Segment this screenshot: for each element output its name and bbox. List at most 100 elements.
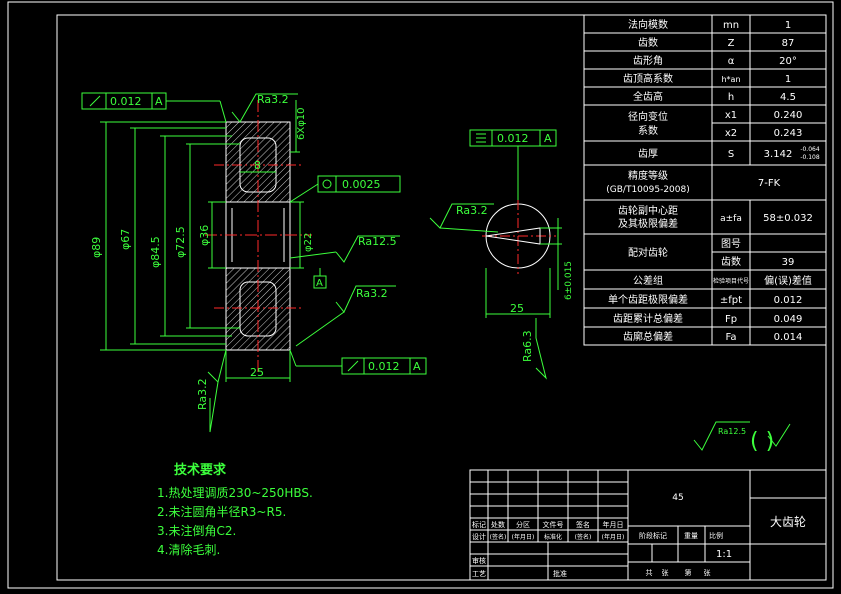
runout-bottom-value: 0.012 [368,360,400,373]
dim-d-72: φ72.5 [174,226,187,258]
roughness-left: Ra3.2 [196,349,227,433]
outer-frame [7,1,834,589]
roughness-top: Ra3.2 [231,93,298,123]
note-item: 1.热处理调质230~250HBS. [157,486,313,500]
table-cell: mn [723,20,739,31]
table-cell: 齿数 [721,255,741,268]
svg-text:Ra12.5: Ra12.5 [718,427,746,436]
runout-left-value: 0.012 [110,95,142,108]
table-cell: -0.108 [800,154,820,161]
dim-d-tip: φ89 [90,237,103,258]
table-cell: 配对齿轮 [628,246,668,259]
svg-text:A: A [316,278,323,289]
table-cell: -0.064 [800,146,820,153]
table-cell: 0.049 [774,314,803,325]
roughness-key: Ra3.2 [429,203,499,233]
cylindricity-value: 0.0025 [342,178,381,191]
table-cell: 7-FK [758,178,781,189]
table-cell: x2 [725,128,737,139]
table-cell: 全齿高 [633,90,663,103]
svg-text:Ra3.2: Ra3.2 [456,204,488,217]
svg-text:标准化: 标准化 [544,533,562,541]
table-cell: h*an [721,75,740,84]
notes-title: 技术要求 [174,462,227,478]
table-cell: 齿轮副中心距 [618,204,678,217]
roughness-63: Ra6.3 [521,318,547,380]
table-cell: (GB/T10095-2008) [606,185,689,195]
svg-text:第: 第 [685,568,692,577]
table-cell: 系数 [638,124,658,137]
dim-d-36: φ36 [198,225,211,246]
table-cell: a±fa [720,214,742,224]
svg-text:标记: 标记 [472,520,486,529]
table-cell: h [728,92,734,103]
svg-text:Ra3.2: Ra3.2 [257,93,289,106]
dim-width-25: 25 [250,366,264,379]
svg-text:阶段标记: 阶段标记 [639,531,667,540]
table-cell: ±fpt [720,295,742,306]
note-item: 2.未注圆角半径R3~R5. [157,504,286,519]
table-cell: Z [728,38,735,49]
table-cell: Fa [726,332,737,343]
note-item: 4.清除毛刺. [157,542,220,557]
table-cell: 法向模数 [628,18,668,31]
table-cell: 齿厚 [638,148,658,160]
cylindricity-frame: 0.0025 [289,175,401,203]
symmetry-ref: A [544,132,552,145]
svg-text:共: 共 [646,568,653,577]
table-cell: 87 [782,38,795,49]
table-cell: 公差组 [633,274,663,287]
symmetry-frame: 0.012 A [469,129,557,200]
part-name: 大齿轮 [770,515,806,529]
gear-section-view [205,100,312,375]
table-cell: Fp [725,314,737,325]
svg-text:(年月日): (年月日) [602,533,625,541]
table-cell: α [728,56,735,67]
table-cell: 偏(误)差值 [764,274,812,287]
general-roughness: Ra12.5 ( ) [693,421,791,454]
table-cell: 0.014 [774,332,803,343]
table-cell: 齿距累计总偏差 [613,312,683,325]
symmetry-value: 0.012 [497,132,529,145]
svg-text:(签名): (签名) [575,533,592,541]
keyway-view: 25 6±0.015 [482,200,574,318]
dim-width-8: 8 [254,159,261,172]
svg-text:审核: 审核 [472,556,486,565]
table-cell: 精度等级 [628,169,668,182]
runout-frame-bottom: 0.012 A [289,349,427,375]
table-cell: 1 [785,20,791,31]
table-cell: 4.5 [780,92,796,103]
runout-bottom-ref: A [413,360,421,373]
svg-text:张: 张 [662,568,669,577]
table-cell: 39 [782,257,795,268]
table-cell: 单个齿距极限偏差 [608,293,688,306]
table-cell: 0.243 [774,128,803,139]
gear-parameter-table: 法向模数 mn 1 齿数 Z 87 齿形角 α 20° 齿顶高系数 h*an 1… [583,14,827,346]
roughness-paren: ( ) [750,429,774,454]
svg-text:重量: 重量 [684,532,698,540]
roughness-mid: Ra12.5 [289,235,400,263]
table-cell: x1 [725,110,737,121]
svg-text:签名: 签名 [576,520,590,529]
svg-text:比例: 比例 [709,531,723,540]
table-cell: 齿形角 [633,55,663,67]
runout-frame-left: 0.012 A [81,92,227,123]
svg-text:(年月日): (年月日) [512,533,535,541]
runout-left-ref: A [155,95,163,108]
svg-text:设计: 设计 [472,532,486,541]
svg-text:文件号: 文件号 [543,520,564,529]
svg-text:Ra12.5: Ra12.5 [358,235,397,248]
svg-text:(签名): (签名) [490,533,507,541]
dim-key-tol: 6±0.015 [564,261,574,300]
dim-key-width: 25 [510,302,524,315]
svg-text:Ra3.2: Ra3.2 [196,378,209,410]
svg-text:Ra3.2: Ra3.2 [356,287,388,300]
svg-text:处数: 处数 [491,520,505,529]
dim-holes: 6Xφ10 [296,107,307,140]
table-cell: 58±0.032 [763,213,813,224]
table-cell: 1 [785,74,791,85]
scale: 1:1 [716,549,732,560]
table-cell: 检验项目代号 [713,277,749,285]
table-cell: S [728,149,734,160]
svg-text:批准: 批准 [553,569,567,578]
